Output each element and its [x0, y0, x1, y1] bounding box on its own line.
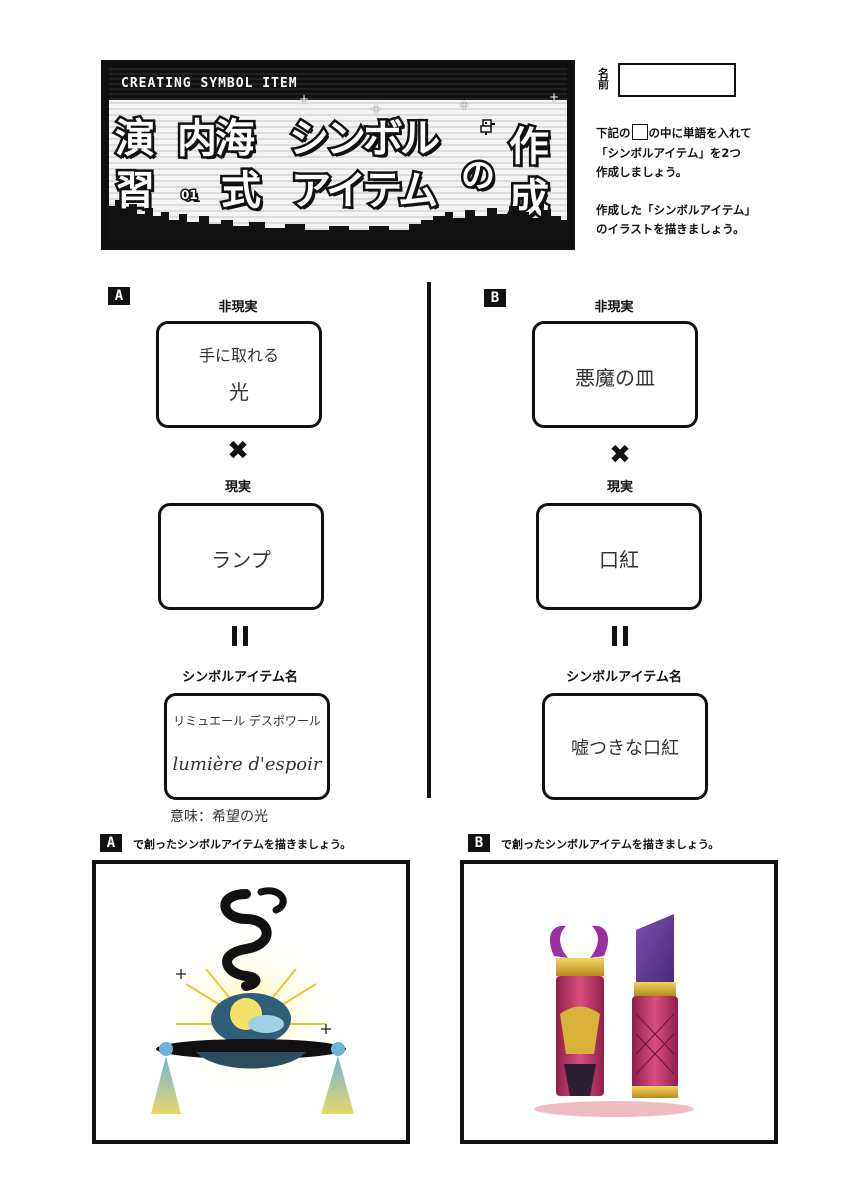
equals-icon [612, 626, 628, 646]
draw-b-marker: B [468, 834, 490, 852]
section-b-real-text: 口紅 [599, 548, 639, 572]
title-banner: CREATING SYMBOL ITEM + + + + 演 内海 習 01 式… [101, 60, 575, 250]
instruction-line-1: 下記の の中に単語を入れて [596, 124, 752, 143]
section-b-name-text: 嘘つきな口紅 [571, 738, 679, 759]
section-b-unreal-box[interactable]: 悪魔の皿 [532, 321, 698, 428]
title-symbol: シンボル [287, 114, 443, 165]
section-a-name-text-2: lumière d'espoir [172, 754, 322, 775]
banner-top-strip [109, 68, 567, 100]
section-a-name-label: シンボルアイテム名 [182, 670, 298, 685]
section-b-unreal-text: 悪魔の皿 [575, 366, 655, 390]
section-a-meaning: 意味：希望の光 [170, 809, 268, 825]
lamp-illustration [151, 887, 354, 1114]
title-shiki: 式 [219, 166, 264, 217]
section-a-real-box[interactable]: ランプ [158, 503, 324, 610]
banner-background: CREATING SYMBOL ITEM + + + + 演 内海 習 01 式… [109, 68, 567, 242]
section-a-real-text: ランプ [211, 548, 271, 572]
section-b-real-label: 現実 [606, 480, 633, 495]
section-a-unreal-text-1: 手に取れる [198, 346, 279, 365]
bird-icon [480, 119, 495, 135]
section-divider [427, 282, 431, 798]
section-a-unreal-box[interactable]: 手に取れる 光 [156, 321, 322, 428]
drawing-frame-a[interactable] [92, 860, 410, 1144]
title-item: アイテム [289, 166, 441, 217]
title-number: 01 [180, 187, 200, 204]
sparkle-icon: + [299, 92, 310, 106]
title-char-en: 演 [113, 114, 158, 165]
title-saku: 作 [507, 122, 552, 173]
sparkle-icon: + [459, 98, 470, 112]
instruction-line-2: 「シンボルアイテム」を2つ [596, 146, 741, 160]
section-a-unreal-text-2: 光 [229, 380, 249, 404]
drawing-frame-b[interactable] [460, 860, 778, 1144]
instruction-text: 下記の [596, 126, 631, 140]
section-b-marker: B [484, 289, 506, 307]
title-no: の [459, 154, 498, 199]
name-label: 名前 [598, 67, 609, 91]
section-b-name-label: シンボルアイテム名 [566, 670, 682, 685]
section-a-marker: A [108, 287, 130, 305]
draw-a-marker: A [100, 834, 122, 852]
city-skyline-icon [109, 200, 567, 242]
section-b-name-box[interactable]: 嘘つきな口紅 [542, 693, 708, 800]
section-a-real-label: 現実 [224, 480, 251, 495]
equals-icon [232, 626, 248, 646]
title-uchi: 内海 [175, 114, 258, 165]
section-b-unreal-label: 非現実 [594, 300, 634, 315]
banner-subtitle: CREATING SYMBOL ITEM [121, 76, 298, 91]
multiply-icon: ✖ [227, 436, 249, 466]
instruction-text: の中に単語を入れて [648, 126, 752, 140]
blank-box-icon [631, 124, 648, 140]
draw-b-caption: で創ったシンボルアイテムを描きましょう。 [501, 838, 720, 851]
section-b-real-box[interactable]: 口紅 [536, 503, 702, 610]
multiply-icon: ✖ [609, 440, 631, 470]
instruction-line-4: 作成した「シンボルアイテム」 [596, 203, 756, 217]
sparkle-icon: + [549, 90, 560, 104]
lipstick-illustration [534, 914, 694, 1117]
sparkle-icon: + [371, 102, 382, 116]
section-a-name-text-1: リミュエール デスポワール [173, 714, 321, 728]
draw-a-caption: で創ったシンボルアイテムを描きましょう。 [133, 838, 352, 851]
section-a-name-box[interactable]: リミュエール デスポワール lumière d'espoir [164, 693, 330, 800]
section-a-unreal-label: 非現実 [218, 300, 258, 315]
name-field[interactable] [618, 63, 736, 97]
instruction-line-3: 作成しましょう。 [596, 165, 688, 179]
instruction-line-5: のイラストを描きましょう。 [596, 222, 745, 236]
